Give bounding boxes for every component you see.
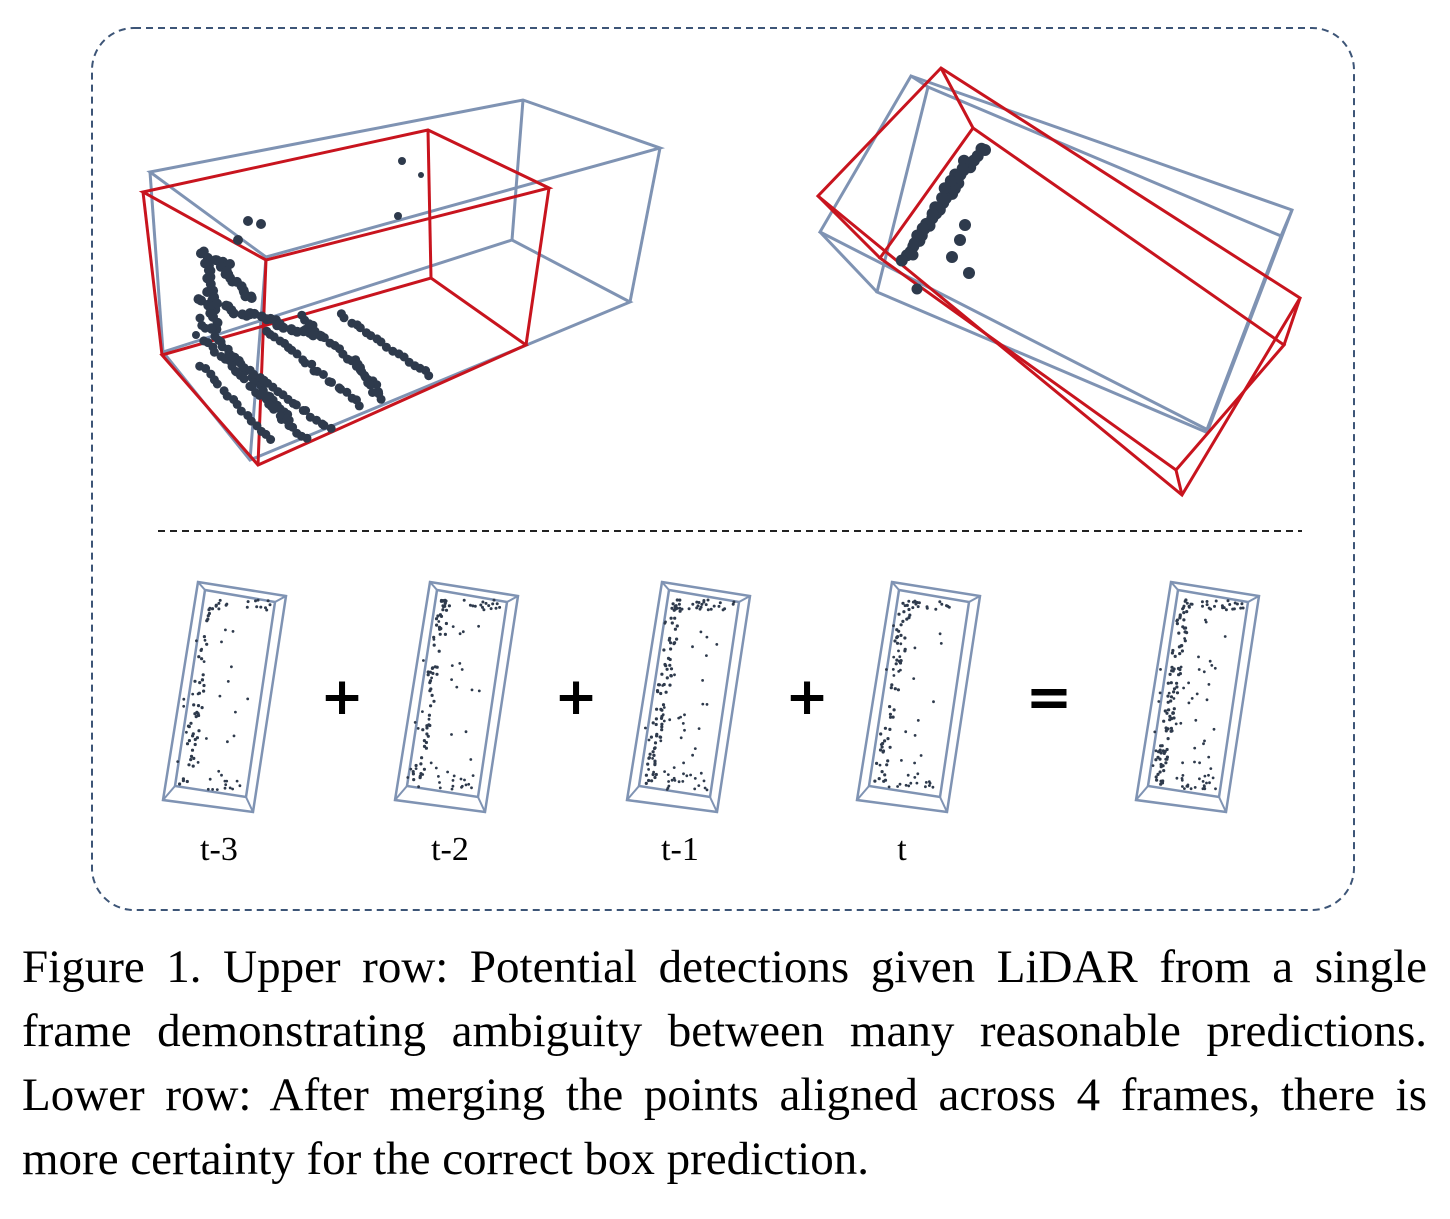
plus-operator-1: + <box>320 667 364 727</box>
lower-row-frames <box>161 580 1261 814</box>
frame-label-t: t <box>897 831 907 868</box>
plus-operator-3: + <box>785 667 829 727</box>
upper-right-detection-view <box>815 66 1303 498</box>
lidar-points-upper-left <box>192 157 434 444</box>
lidar-points-upper-right <box>895 142 991 295</box>
figure-border <box>91 27 1355 911</box>
upper-left-detection-view <box>138 98 666 467</box>
plus-operator-2: + <box>554 667 598 727</box>
figure-panel: + + + = t-3 t-2 t-1 t <box>91 27 1355 911</box>
frame-label-t-3: t-3 <box>200 831 238 868</box>
candidate-box-red-right <box>815 66 1303 498</box>
frame-box-3 <box>625 580 752 814</box>
figure-caption: Figure 1. Upper row: Potential detection… <box>22 941 1427 1185</box>
equals-operator: = <box>1026 665 1073 730</box>
frame-label-t-1: t-1 <box>661 831 699 868</box>
frame-box-1 <box>161 580 288 814</box>
candidate-box-blue-right <box>817 74 1294 434</box>
frame-box-2 <box>393 580 520 814</box>
frame-box-5 <box>1134 580 1261 814</box>
frame-label-t-2: t-2 <box>431 831 469 868</box>
frame-box-4 <box>855 580 982 814</box>
